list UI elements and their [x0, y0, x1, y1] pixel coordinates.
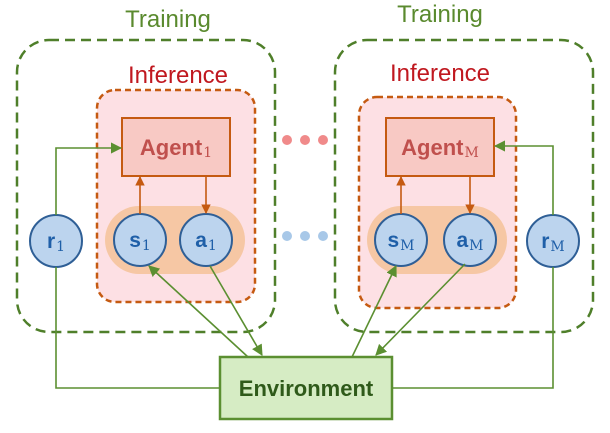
agent-box-left	[121, 117, 231, 177]
arrow-action-to-env-right	[375, 263, 466, 356]
arrow-reward-to-agent-right	[493, 140, 554, 215]
state-label-left: s1	[129, 229, 151, 254]
agent-label-left: Agent1	[140, 135, 212, 161]
reward-label-right: rM	[541, 230, 565, 255]
line-env-to-reward-right	[392, 267, 554, 389]
ellipsis-dots-red	[282, 135, 328, 145]
state-label-right: sM	[387, 229, 414, 254]
environment-box	[218, 355, 394, 421]
inference-label-left: Inference	[128, 62, 228, 89]
action-node-left	[179, 213, 233, 267]
reward-label-left: r1	[47, 230, 65, 255]
agent-box-right	[385, 117, 495, 177]
arrow-env-to-state-right	[351, 264, 397, 358]
training-label-right: Training	[397, 1, 483, 28]
action-label-right: aM	[456, 229, 483, 254]
line-env-to-reward-left	[55, 267, 220, 389]
arrow-reward-to-agent-left	[55, 142, 123, 215]
arrow-action-to-env-left	[209, 265, 263, 356]
inference-label-right: Inference	[390, 60, 490, 87]
action-label-left: a1	[195, 229, 217, 254]
action-node-right	[443, 213, 497, 267]
environment-label: Environment	[239, 376, 374, 401]
training-label-left: Training	[125, 6, 211, 33]
ellipsis-dots-blue	[282, 231, 328, 241]
arrow-env-to-state-left	[148, 265, 249, 358]
training-box-right	[333, 38, 595, 334]
training-box-left	[15, 38, 277, 334]
agent-label-right: AgentM	[401, 135, 479, 161]
